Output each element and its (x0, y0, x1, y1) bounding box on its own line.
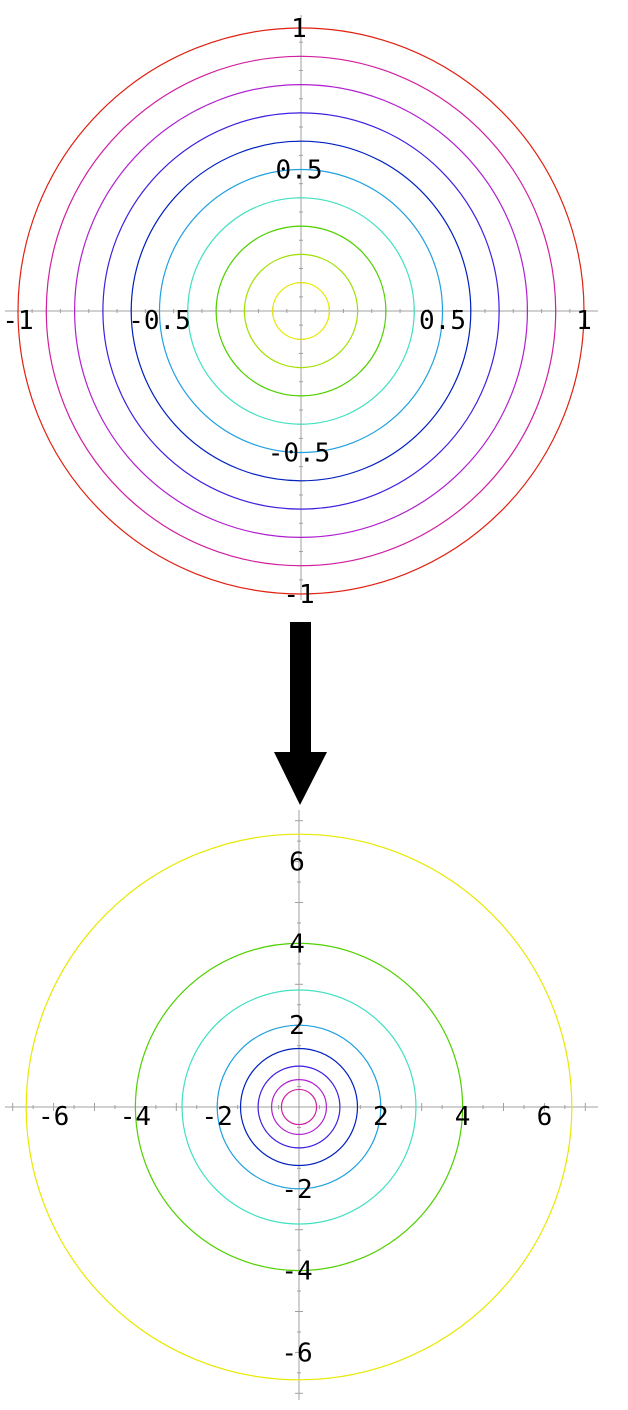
bottom-y-tick-label: 6 (289, 848, 305, 878)
top-contour-circle (17, 27, 585, 595)
top-contour-circle (102, 112, 500, 510)
top-contour-circle (187, 197, 415, 425)
bottom-y-tick-label: -4 (281, 1257, 312, 1287)
bottom-contour-circle (270, 1078, 328, 1136)
bottom-contour-circle (216, 1024, 382, 1190)
bottom-x-tick-label: 2 (373, 1102, 389, 1132)
top-contour-circle (272, 282, 330, 340)
top-y-tick-label: -1 (283, 580, 314, 610)
bottom-contour-circle (257, 1065, 341, 1149)
top-x-tick-label: 0.5 (419, 306, 466, 336)
bottom-x-tick-label: -4 (120, 1102, 151, 1132)
top-contour-circle (130, 140, 472, 482)
bottom-y-tick-label: -6 (281, 1338, 312, 1368)
bottom-x-tick-label: 4 (455, 1102, 471, 1132)
top-contour-circle (158, 168, 444, 454)
top-contour-circle (243, 253, 359, 369)
top-x-tick-label: -0.5 (128, 306, 191, 336)
top-x-tick-label: 1 (576, 306, 592, 336)
arrow-shaft (290, 622, 311, 758)
top-y-tick-label: 0.5 (276, 156, 323, 186)
bottom-x-tick-label: -6 (38, 1102, 69, 1132)
top-y-tick-label: 1 (291, 14, 307, 44)
bottom-y-tick-label: 2 (289, 1011, 305, 1041)
top-x-tick-label: -1 (2, 306, 33, 336)
bottom-circle-plot: -6 -4 -2 2 4 6 6 4 2 -2 -4 -6 (5, 810, 598, 1400)
bottom-contour-circle (280, 1088, 318, 1126)
bottom-y-tick-label: -2 (281, 1175, 312, 1205)
bottom-y-tick-label: 4 (289, 929, 305, 959)
bottom-x-tick-label: 6 (537, 1102, 553, 1132)
bottom-contour-circle (25, 833, 573, 1381)
bottom-x-tick-label: -2 (202, 1102, 233, 1132)
down-arrow (274, 622, 327, 805)
top-y-tick-label: -0.5 (268, 439, 331, 469)
arrow-head-icon (274, 752, 327, 805)
top-circle-plot: -1 -0.5 0.5 1 1 0.5 -0.5 -1 (2, 14, 598, 610)
top-contour-circle (45, 55, 557, 567)
bottom-contour-circle (134, 942, 464, 1272)
bottom-contour-circle (239, 1047, 359, 1167)
top-contour-circle (215, 225, 387, 397)
bottom-contour-circle (181, 989, 417, 1225)
top-contour-circle (74, 84, 528, 538)
